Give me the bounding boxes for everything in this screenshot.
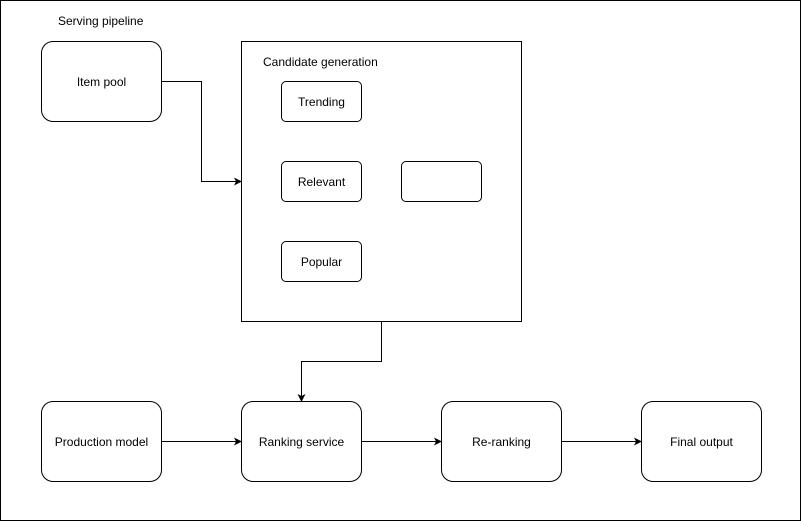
production-model-node[interactable]: Production model [41,401,162,482]
ranking-service-node[interactable]: Ranking service [241,401,362,482]
empty-candidate-node[interactable] [401,161,482,202]
relevant-node[interactable]: Relevant [281,161,362,202]
edge-candidate-generation-to-ranking-service [297,322,382,402]
edge-item-pool-to-candidate-generation [162,81,242,186]
popular-node[interactable]: Popular [281,241,362,282]
trending-node[interactable]: Trending [281,81,362,122]
final-output-node[interactable]: Final output [641,401,762,482]
re-ranking-node[interactable]: Re-ranking [441,401,562,482]
item-pool-node[interactable]: Item pool [41,41,162,122]
diagram-title: Serving pipeline [58,14,144,28]
candidate-generation-label: Candidate generation [263,55,378,69]
